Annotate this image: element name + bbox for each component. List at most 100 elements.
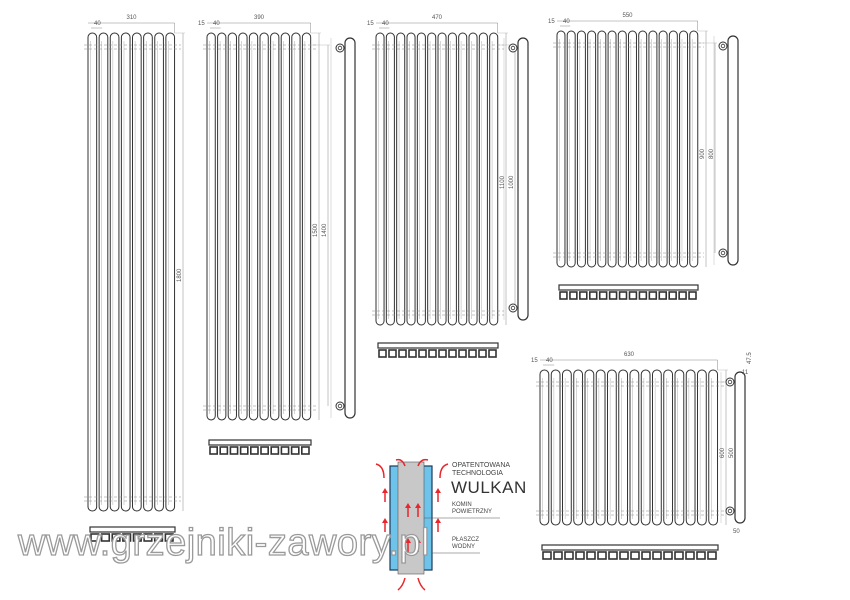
dimension-label: 900 bbox=[700, 148, 706, 159]
radiator-390 bbox=[203, 22, 356, 455]
heat-flow-arrow-icon bbox=[397, 577, 406, 591]
dimension-label: 1800 bbox=[177, 268, 183, 282]
radiator-column bbox=[556, 30, 566, 268]
top-view-column bbox=[438, 349, 447, 358]
top-view-column bbox=[111, 533, 121, 542]
heat-arrow-icon bbox=[415, 503, 421, 508]
technology-name: WULKAN bbox=[451, 478, 527, 497]
dimension-label: 550 bbox=[622, 13, 633, 19]
side-view bbox=[517, 37, 529, 321]
top-view-column bbox=[628, 291, 638, 300]
radiator-column bbox=[629, 369, 640, 526]
radiator-column bbox=[685, 369, 696, 526]
radiator-column bbox=[679, 30, 689, 268]
top-view-column bbox=[153, 533, 164, 542]
radiator-column bbox=[280, 32, 290, 421]
top-view-column bbox=[100, 533, 111, 542]
radiator-column bbox=[489, 32, 499, 326]
radiator-column bbox=[385, 32, 395, 326]
top-view-column bbox=[388, 349, 397, 358]
radiator-column bbox=[154, 32, 164, 512]
radiator-column bbox=[291, 32, 301, 421]
top-view-column bbox=[300, 446, 310, 455]
top-view-column bbox=[398, 349, 407, 358]
top-view-column bbox=[229, 446, 239, 455]
radiator-column bbox=[165, 32, 176, 512]
top-view-column bbox=[696, 551, 706, 560]
top-view-column bbox=[588, 291, 598, 300]
radiator-column bbox=[658, 30, 668, 268]
top-view-column bbox=[638, 291, 648, 300]
top-view-bar bbox=[208, 439, 312, 446]
dimension-label: 15 bbox=[548, 19, 555, 25]
top-view-column bbox=[280, 446, 290, 455]
radiator-column bbox=[550, 369, 561, 526]
top-view-column bbox=[688, 291, 697, 300]
top-view-column bbox=[674, 551, 684, 560]
dimension-label: 15 bbox=[531, 358, 538, 364]
radiator-column bbox=[396, 32, 406, 326]
top-view-column bbox=[488, 349, 497, 358]
top-view-column bbox=[619, 551, 629, 560]
technology-caption: OPATENTOWANA TECHNOLOGIA bbox=[452, 462, 510, 478]
top-view-column bbox=[630, 551, 640, 560]
chimney-label: KOMIN POWIETRZNY bbox=[452, 502, 492, 516]
radiator-column bbox=[270, 32, 280, 421]
connection-icon bbox=[720, 250, 726, 256]
top-view-column bbox=[448, 349, 457, 358]
radiator-column bbox=[248, 32, 259, 421]
top-view-column bbox=[608, 551, 618, 560]
dimension-label: 40 bbox=[563, 19, 570, 25]
heat-flow-arrow-icon bbox=[417, 577, 426, 591]
connection-icon bbox=[337, 403, 343, 409]
top-view-column bbox=[559, 291, 568, 300]
radiator-column bbox=[689, 30, 699, 268]
radiator-column bbox=[607, 369, 617, 526]
radiator-column bbox=[663, 369, 674, 526]
heat-arrow-icon bbox=[435, 488, 441, 493]
radiator-column bbox=[458, 32, 468, 326]
connection-icon bbox=[510, 305, 516, 311]
top-view-column bbox=[564, 551, 574, 560]
top-view-column bbox=[290, 446, 300, 455]
radiator-column bbox=[375, 32, 385, 326]
heat-arrow-icon bbox=[405, 503, 411, 508]
heat-flow-arrow-icon bbox=[417, 458, 429, 467]
radiator-column bbox=[437, 32, 447, 326]
top-view-column bbox=[707, 551, 717, 560]
dimension-label: 47.5 bbox=[747, 352, 753, 364]
connection-icon bbox=[720, 43, 726, 49]
top-view-column bbox=[542, 551, 552, 560]
top-view-column bbox=[428, 349, 437, 358]
radiator-column bbox=[562, 369, 572, 526]
top-view-column bbox=[618, 291, 628, 300]
connection-icon bbox=[510, 45, 516, 51]
top-view-column bbox=[209, 446, 218, 455]
top-view-column bbox=[458, 349, 467, 358]
radiator-column bbox=[674, 369, 685, 526]
dimension-label: 40 bbox=[546, 358, 553, 364]
dimension-label: 40 bbox=[94, 21, 101, 27]
top-view-column bbox=[579, 291, 588, 300]
chimney-line2: POWIETRZNY bbox=[452, 509, 492, 515]
radiator-column bbox=[618, 369, 629, 526]
watermark: www.grzejniki-zawory.pl bbox=[17, 521, 431, 564]
top-view-column bbox=[143, 533, 153, 542]
radiator-column bbox=[607, 30, 617, 268]
top-view-bar bbox=[558, 284, 699, 291]
heat-arrow-icon bbox=[415, 538, 421, 543]
connection-icon bbox=[337, 45, 343, 51]
top-view-column bbox=[378, 349, 387, 358]
radiator-column bbox=[238, 32, 248, 421]
top-view-column bbox=[250, 446, 259, 455]
top-view-column bbox=[608, 291, 618, 300]
connection-icon bbox=[727, 379, 733, 385]
radiator-column bbox=[206, 32, 216, 421]
radiator-column bbox=[406, 32, 416, 326]
top-view-column bbox=[122, 533, 132, 542]
top-view-column bbox=[597, 551, 607, 560]
radiator-column bbox=[468, 32, 478, 326]
top-view-column bbox=[260, 446, 269, 455]
radiator-column bbox=[143, 32, 153, 512]
top-view-column bbox=[598, 291, 608, 300]
